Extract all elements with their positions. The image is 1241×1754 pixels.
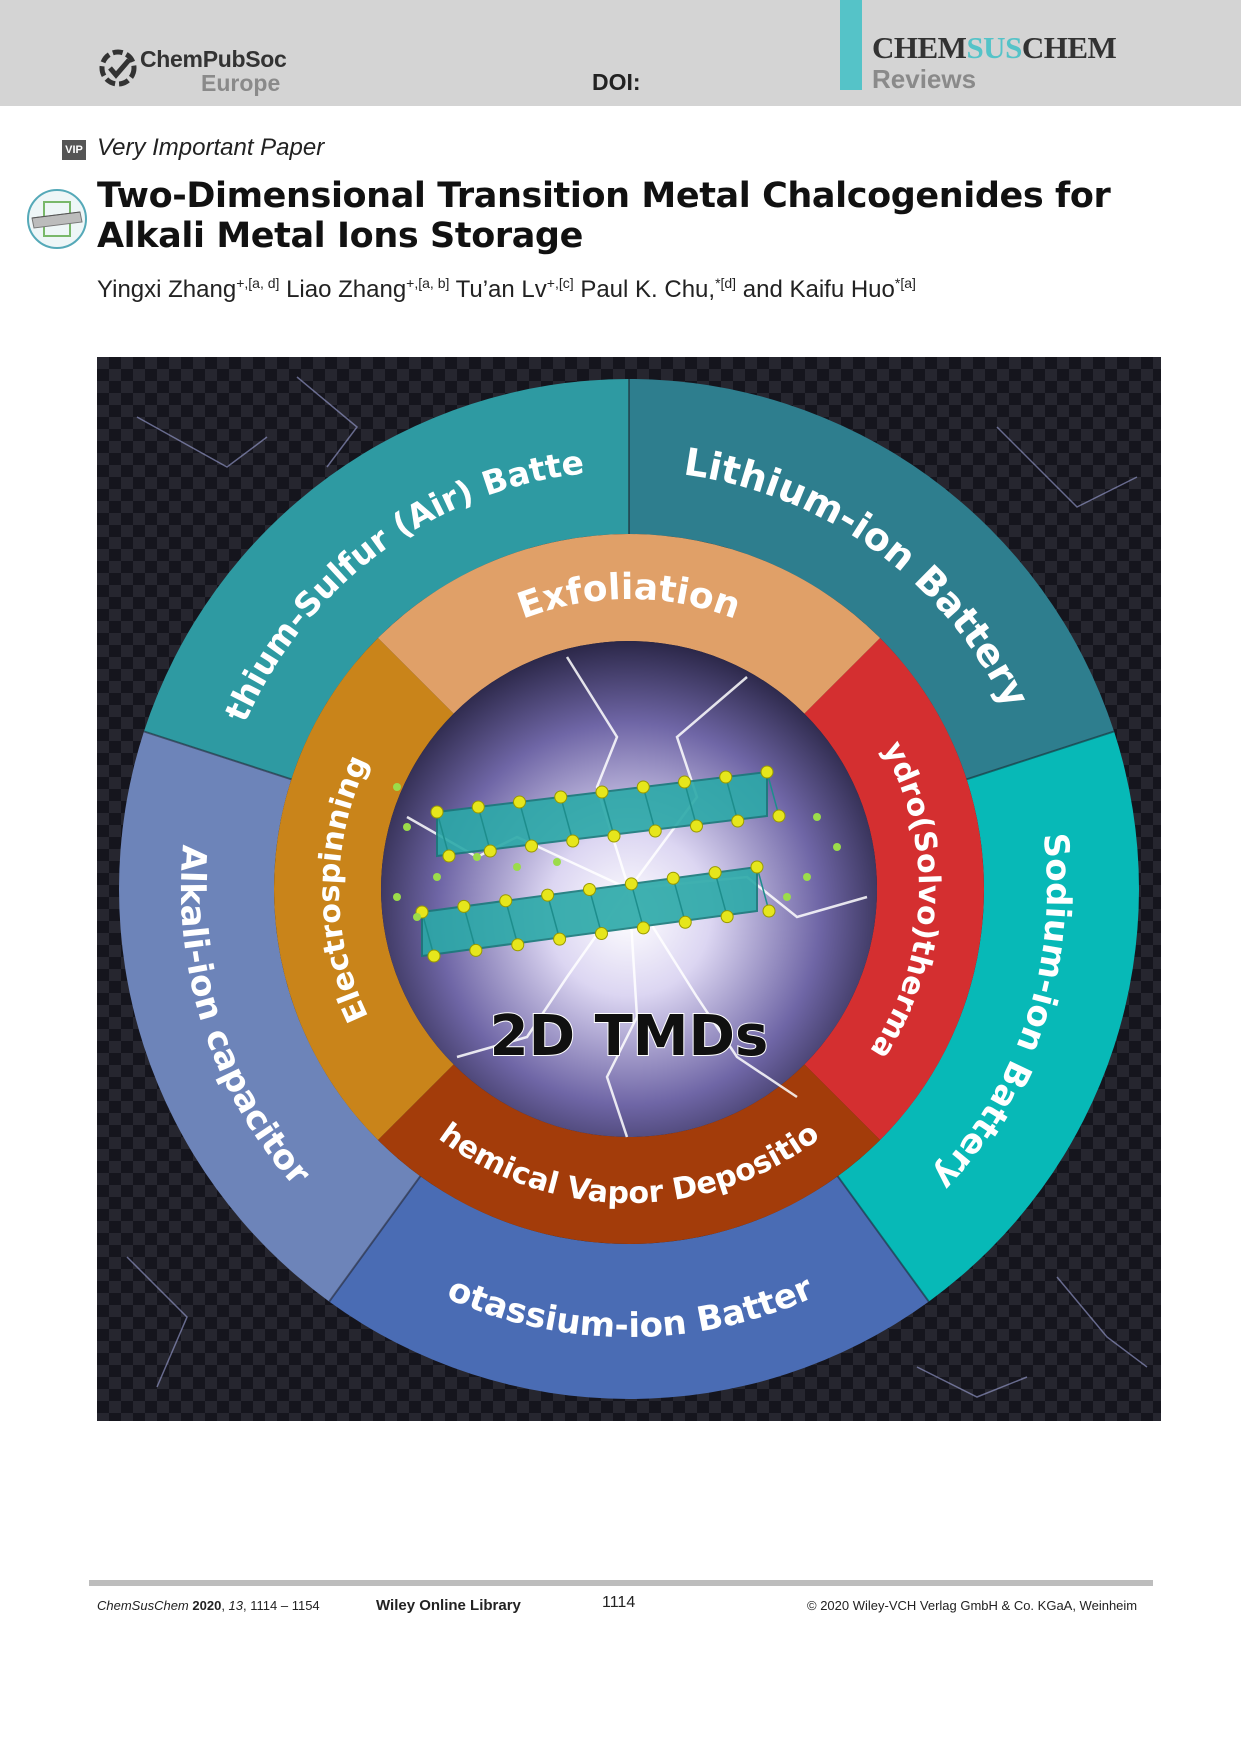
- inner-ring-segment: [274, 637, 454, 1141]
- publisher-name: ChemPubSoc: [140, 46, 287, 72]
- journal-section: Reviews: [872, 64, 977, 94]
- journal-name: CHEMSUSCHEM: [872, 30, 1117, 65]
- tmd-crystal-structure: [393, 765, 841, 963]
- inner-ring-segment: [377, 534, 881, 714]
- outer-ring-segment: [329, 1176, 929, 1400]
- footer-copyright: © 2020 Wiley-VCH Verlag GmbH & Co. KGaA,…: [807, 1598, 1138, 1613]
- footer-citation: ChemSusChem 2020, 13, 1114 – 1154: [97, 1598, 320, 1613]
- journal-header: ChemPubSoc Europe DOI: CHEMSUSCHEM Revie…: [0, 0, 1241, 106]
- lightning-streaks: [126, 376, 1148, 1398]
- inner-ring-segment: [377, 1064, 881, 1244]
- footer-library-link[interactable]: Wiley Online Library: [376, 1597, 521, 1614]
- publisher-region: Europe: [201, 70, 281, 96]
- vip-label: Very Important Paper: [97, 134, 325, 161]
- journal-accent-bar: [840, 0, 862, 90]
- outer-ring-segment: [837, 731, 1140, 1302]
- author-name: Liao Zhang: [286, 276, 407, 303]
- outer-ring-segment: [629, 379, 1115, 780]
- footer-rule: [89, 1580, 1153, 1586]
- author-list: Yingxi Zhang+,[a, d] Liao Zhang+,[a, b] …: [97, 275, 916, 303]
- author-name: Paul K. Chu,: [580, 276, 716, 303]
- center-label: 2D TMDs: [490, 1004, 769, 1069]
- author-affiliation: +,[a, b]: [406, 275, 450, 291]
- author-affiliation: +,[a, d]: [236, 275, 280, 291]
- author-affiliation: *[d]: [715, 275, 737, 291]
- outer-ring-segment: [119, 731, 421, 1302]
- article-title: Two-Dimensional Transition Metal Chalcog…: [97, 176, 1111, 256]
- inner-ring-segment: [804, 637, 984, 1141]
- toc-graphic-icon: [27, 189, 87, 249]
- vip-badge: VIP: [62, 140, 86, 160]
- outer-ring-segment: [143, 379, 629, 780]
- chempubsoc-logo-icon: [99, 49, 137, 87]
- doi-label: DOI:: [592, 69, 641, 95]
- author-name: Yingxi Zhang: [97, 276, 237, 303]
- author-affiliation: *[a]: [894, 275, 916, 291]
- author-name: Tu’an Lv: [455, 276, 547, 303]
- author-name: Kaifu Huo: [789, 276, 895, 303]
- footer-page-number: 1114: [602, 1594, 636, 1611]
- author-affiliation: +,[c]: [546, 275, 574, 291]
